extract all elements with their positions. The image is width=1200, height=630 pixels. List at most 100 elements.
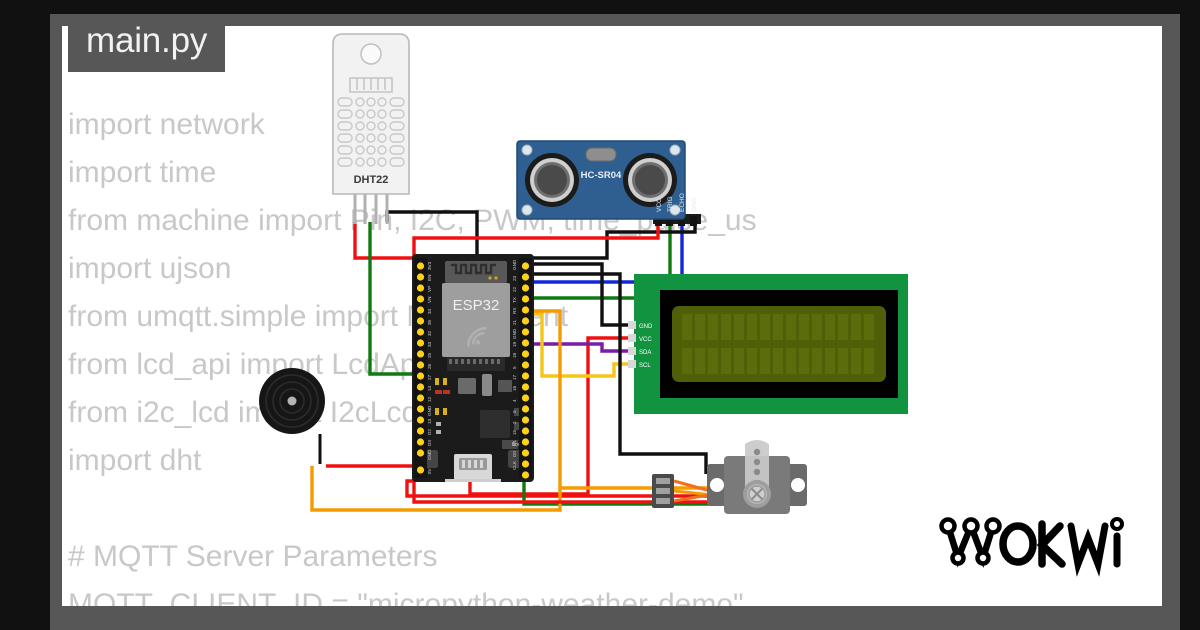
lcd-pin-header[interactable]: [628, 321, 636, 368]
esp32-components: Boot: [420, 374, 526, 468]
part-hcsr04[interactable]: HC-SR04 VCC TRIG ECHO GND: [516, 140, 701, 226]
wokwi-logo-k: [1036, 520, 1066, 568]
svg-text:D3: D3: [427, 440, 432, 446]
svg-text:GND: GND: [691, 197, 698, 212]
esp32-left-pin-labels: 3V3 EN VP VN 34 35 32 33 25 26 27 14 12 …: [427, 261, 432, 474]
svg-text:D2: D2: [427, 429, 432, 435]
servo-horn[interactable]: [743, 440, 771, 508]
hcsr04-transducer-right: [623, 153, 677, 207]
dht22-grille: [337, 97, 405, 167]
svg-text:D1: D1: [512, 440, 517, 446]
svg-text:22: 22: [512, 286, 517, 292]
hcsr04-transducer-left: [525, 153, 579, 207]
wire-servo-signal[interactable]: [532, 272, 708, 474]
svg-text:GND: GND: [427, 405, 432, 416]
svg-text:TX: TX: [512, 297, 517, 303]
dht22-vent-fins: [349, 77, 393, 93]
wire-lcd-vcc[interactable]: [468, 336, 628, 496]
wire-dht-data[interactable]: [368, 222, 420, 376]
servo-mount-hole-left: [710, 478, 724, 492]
svg-text:Boot: Boot: [512, 442, 523, 448]
svg-text:D0: D0: [512, 451, 517, 457]
wokwi-logo: [938, 512, 1126, 577]
wire-hcsr-vcc[interactable]: [412, 222, 660, 258]
svg-text:27: 27: [427, 374, 432, 380]
dht22-body: [332, 33, 410, 195]
esp32-label: ESP32: [453, 297, 500, 314]
buzzer-sound-hole: [287, 396, 297, 406]
servo-mount-hole-right: [791, 478, 805, 492]
wire-buzzer-neg[interactable]: [310, 466, 562, 512]
part-dht22[interactable]: DHT22: [332, 33, 410, 224]
svg-text:21: 21: [512, 319, 517, 325]
lcd-pin-labels: GND VCC SDA SCL: [639, 324, 653, 369]
svg-text:VP: VP: [427, 286, 432, 292]
svg-text:23: 23: [512, 275, 517, 281]
svg-text:18: 18: [512, 352, 517, 358]
dht22-legs: [353, 194, 389, 224]
svg-text:EN: EN: [427, 275, 432, 281]
svg-text:17: 17: [512, 374, 517, 380]
svg-text:4: 4: [512, 399, 517, 402]
wire-lcd-gnd[interactable]: [532, 262, 628, 327]
svg-text:19: 19: [512, 341, 517, 347]
wire-hcsr-gnd[interactable]: [532, 222, 697, 260]
wire-dht-vcc[interactable]: [353, 222, 418, 260]
svg-text:34: 34: [427, 308, 432, 314]
svg-text:RX: RX: [512, 308, 517, 314]
svg-text:GND: GND: [512, 259, 517, 270]
esp32-right-pin-labels: GND 23 22 TX RX 21 GND 19 18 5 17 16 4 0: [512, 259, 517, 470]
svg-text:32: 32: [427, 330, 432, 336]
dht22-label: DHT22: [354, 174, 389, 186]
svg-text:33: 33: [427, 341, 432, 347]
svg-text:GND: GND: [639, 324, 653, 330]
svg-text:14: 14: [427, 385, 432, 391]
svg-text:CLK: CLK: [512, 460, 517, 470]
svg-text:SCL: SCL: [639, 363, 651, 369]
svg-text:ECHO: ECHO: [679, 193, 686, 212]
buzzer-ring-outer: [265, 374, 319, 428]
svg-text:26: 26: [427, 363, 432, 369]
wokwi-logo-w2: [1067, 522, 1109, 577]
svg-text:TRIG: TRIG: [667, 196, 674, 212]
wire-lcd-sda[interactable]: [532, 342, 628, 353]
wire-dht-gnd[interactable]: [385, 210, 532, 258]
svg-text:VCC: VCC: [656, 198, 663, 212]
wire-lcd-scl[interactable]: [532, 312, 628, 378]
wire-servo-pwm[interactable]: [532, 309, 714, 490]
esp32-left-header[interactable]: [414, 258, 427, 478]
hcsr04-mount-holes: [521, 144, 681, 216]
svg-text:SDA: SDA: [639, 350, 651, 356]
svg-text:2: 2: [512, 421, 517, 424]
circuit-diagram[interactable]: DHT22: [62, 26, 1162, 606]
buzzer-ring-inner: [279, 388, 305, 414]
svg-text:25: 25: [427, 352, 432, 358]
project-canvas: import network import time from machine …: [62, 26, 1162, 606]
svg-text:13: 13: [427, 418, 432, 424]
svg-text:15: 15: [512, 429, 517, 435]
svg-text:35: 35: [427, 319, 432, 325]
wifi-icon: [466, 326, 487, 347]
part-servo[interactable]: [652, 440, 807, 514]
wire-power-bus[interactable]: [412, 478, 722, 504]
svg-text:GND: GND: [512, 328, 517, 339]
hcsr04-crystal: [585, 147, 617, 162]
svg-text:5V: 5V: [427, 467, 432, 474]
wokwi-logo-i: [1110, 517, 1124, 568]
servo-cable: [673, 479, 711, 503]
part-buzzer[interactable]: [259, 368, 325, 434]
servo-connector[interactable]: [652, 474, 674, 508]
svg-text:0: 0: [512, 410, 517, 413]
lcd-character-grid: [682, 314, 874, 374]
esp32-right-header[interactable]: [519, 258, 532, 479]
part-esp32[interactable]: ESP32: [412, 254, 534, 482]
part-lcd1602[interactable]: GND VCC SDA SCL: [628, 274, 908, 414]
svg-text:VN: VN: [427, 297, 432, 303]
hcsr04-label: HC-SR04: [581, 170, 622, 181]
filename-chip[interactable]: main.py: [68, 14, 226, 72]
hcsr04-pin-labels: VCC TRIG ECHO GND: [656, 193, 698, 212]
dht22-mount-hole: [360, 43, 382, 65]
svg-text:5: 5: [512, 366, 517, 369]
buzzer-ring-mid: [272, 381, 312, 421]
